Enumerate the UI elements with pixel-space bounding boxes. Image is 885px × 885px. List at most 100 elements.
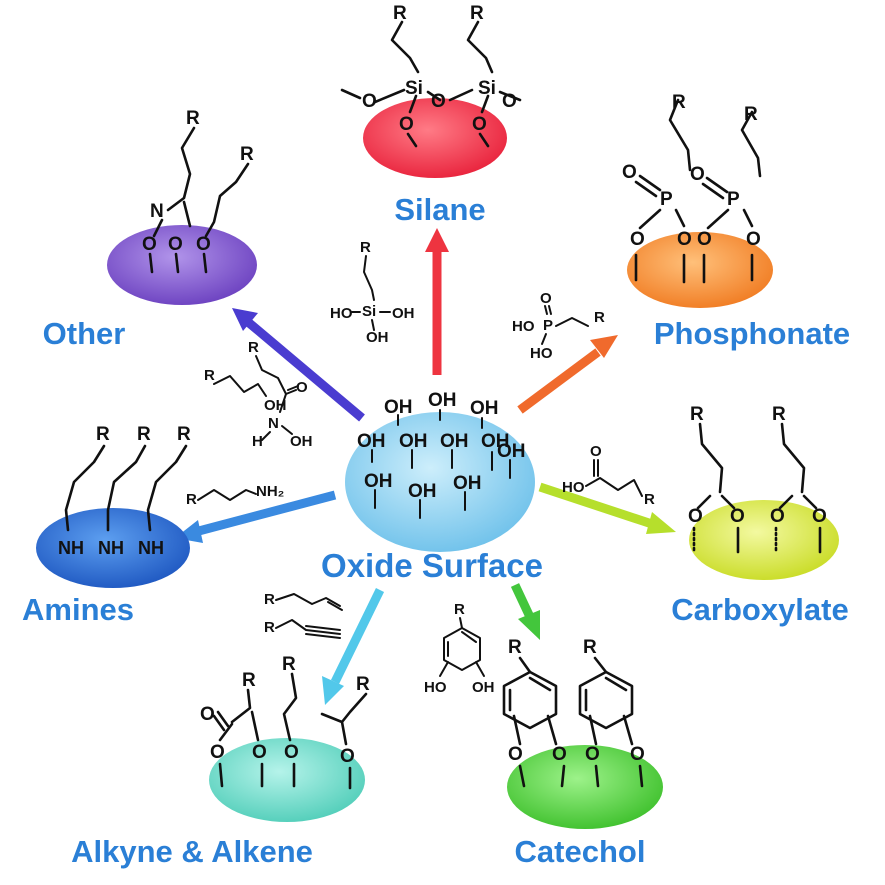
- oxygen-atom: O: [296, 379, 308, 396]
- r-group: R: [204, 367, 215, 384]
- catechol-structure: R R O O O O: [502, 637, 645, 788]
- phosphorus-atom: P: [727, 189, 740, 210]
- r-group: R: [360, 239, 371, 256]
- r-group: R: [744, 104, 758, 125]
- oxygen-atom: O: [622, 162, 637, 183]
- alkyne-alkene-surface-ellipse: [209, 738, 365, 822]
- silane-surface-ellipse: [363, 98, 507, 178]
- catechol-label: Catechol: [515, 834, 646, 869]
- oxygen-atom: O: [431, 91, 446, 112]
- oxygen-atom: O: [472, 114, 487, 135]
- oxygen-atom: O: [362, 91, 377, 112]
- oh-label: OH: [440, 431, 469, 452]
- alkyne-alkene-reagents: R R: [264, 591, 343, 639]
- oxygen-atom: O: [196, 234, 211, 255]
- r-group: R: [137, 424, 151, 445]
- oxygen-atom: O: [252, 742, 267, 763]
- arrow-to-amines: [175, 490, 337, 543]
- oxide-surface-ellipse: [345, 412, 535, 552]
- oxygen-atom: O: [585, 744, 600, 765]
- alkyne-alkene-label: Alkyne & Alkene: [71, 834, 313, 869]
- amines-structure: R R R NH NH NH: [58, 424, 191, 558]
- r-group: R: [248, 339, 259, 356]
- r-group: R: [264, 619, 275, 636]
- silane-label: Silane: [394, 192, 485, 227]
- hydroxyl-label: OH: [392, 305, 415, 322]
- r-group: R: [508, 637, 522, 658]
- oh-label: OH: [384, 397, 413, 418]
- hydrogen-atom: H: [252, 433, 263, 450]
- carboxylate-surface-ellipse: [689, 500, 839, 580]
- carboxylate-label: Carboxylate: [671, 592, 848, 627]
- r-group: R: [240, 144, 254, 165]
- other-label: Other: [43, 316, 126, 351]
- r-group: R: [177, 424, 191, 445]
- oxygen-atom: O: [210, 742, 225, 763]
- arrow-to-silane: [425, 228, 449, 375]
- nitrogen-atom: N: [150, 201, 164, 222]
- arrow-to-phosphonate: [517, 335, 618, 414]
- arrow-to-alkyne-alkene: [322, 588, 385, 705]
- phosphorus-atom: P: [660, 189, 673, 210]
- nh-group: NH: [138, 538, 164, 558]
- oxygen-atom: O: [552, 744, 567, 765]
- oxygen-atom: O: [690, 164, 705, 185]
- oxygen-atom: O: [284, 742, 299, 763]
- oh-label: OH: [428, 390, 457, 411]
- oxygen-atom: O: [730, 506, 745, 527]
- r-group: R: [672, 92, 686, 113]
- phosphorus-atom: P: [543, 317, 553, 334]
- hydroxamic-alcohol-reagents: R OH R O N H OH: [204, 339, 313, 450]
- silane-reagent: R HO Si OH OH: [330, 239, 415, 346]
- oxygen-atom: O: [630, 744, 645, 765]
- catechol-reagent: R HO OH: [424, 601, 495, 696]
- carboxylic-acid-reagent: O HO R: [562, 443, 655, 508]
- surface-hydroxyls: OH OH OH OH OH OH OH OH OH OH OH: [357, 390, 526, 519]
- other-surface-ellipse: [107, 225, 257, 305]
- r-group: R: [96, 424, 110, 445]
- amines-surface-ellipse: [36, 508, 190, 588]
- phosphonate-surface-ellipse: [627, 232, 773, 308]
- oh-label: OH: [470, 398, 499, 419]
- oxygen-atom: O: [540, 290, 552, 307]
- hydroxyl-label: HO: [512, 318, 535, 335]
- oh-label: OH: [497, 441, 526, 462]
- oxygen-atom: O: [590, 443, 602, 460]
- other-structure: R R N O O O: [142, 108, 254, 274]
- oxygen-atom: O: [688, 506, 703, 527]
- r-group: R: [594, 309, 605, 326]
- phosphonate-label: Phosphonate: [654, 316, 850, 351]
- amine-label: NH₂: [256, 483, 284, 500]
- r-group: R: [583, 637, 597, 658]
- amines-label: Amines: [22, 592, 134, 627]
- r-group: R: [393, 3, 407, 24]
- carboxylate-structure: R R O O O O: [688, 404, 827, 554]
- r-group: R: [186, 491, 197, 508]
- oxygen-atom: O: [812, 506, 827, 527]
- silane-structure: R R O Si O Si O O O: [340, 3, 522, 148]
- oxygen-atom: O: [630, 229, 645, 250]
- hydroxyl-label: HO: [424, 679, 447, 696]
- r-group: R: [644, 491, 655, 508]
- oh-label: OH: [357, 431, 386, 452]
- hydroxyl-label: HO: [530, 345, 553, 362]
- phosphonate-reagent: O HO P HO R: [512, 290, 605, 362]
- oh-label: OH: [364, 471, 393, 492]
- r-group: R: [186, 108, 200, 129]
- r-group: R: [242, 670, 256, 691]
- oxide-surface-label: Oxide Surface: [321, 547, 543, 584]
- r-group: R: [356, 674, 370, 695]
- hydroxyl-label: OH: [472, 679, 495, 696]
- oh-label: OH: [453, 473, 482, 494]
- oxygen-atom: O: [200, 704, 215, 725]
- oxygen-atom: O: [168, 234, 183, 255]
- hydroxyl-label: OH: [366, 329, 389, 346]
- oxygen-atom: O: [770, 506, 785, 527]
- silicon-atom: Si: [362, 303, 376, 320]
- amine-reagent: R NH₂: [186, 483, 284, 508]
- oh-label: OH: [408, 481, 437, 502]
- oxygen-atom: O: [697, 229, 712, 250]
- arrow-to-other: [232, 308, 365, 422]
- alkyne-alkene-structure: R R R O O O O O: [200, 654, 370, 790]
- arrow-to-carboxylate: [538, 482, 676, 534]
